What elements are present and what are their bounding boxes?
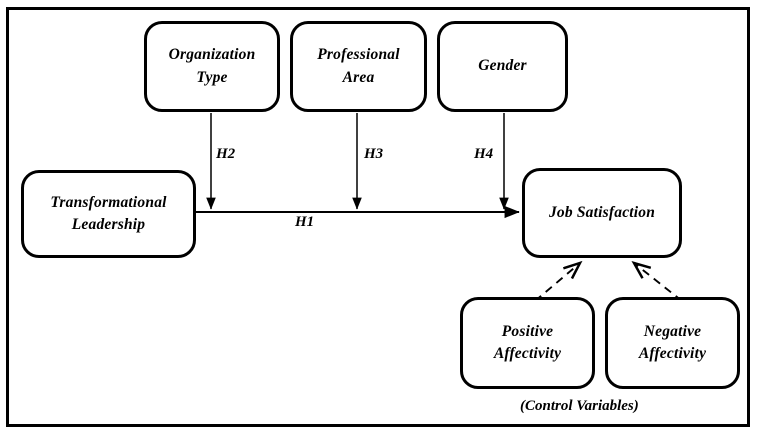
diagram-outer-border	[6, 7, 750, 427]
control-variables-annotation: (Control Variables)	[520, 398, 639, 414]
node-job-satisfaction-label: Job Satisfaction	[548, 203, 656, 221]
node-negative-affectivity[interactable]: Negative Affectivity	[605, 297, 740, 389]
node-professional-area-label: Professional Area	[317, 46, 400, 86]
node-gender-label: Gender	[478, 57, 527, 75]
node-transformational-leadership[interactable]: Transformational Leadership	[21, 170, 196, 258]
node-organization-type-label: Organization Type	[168, 46, 256, 86]
node-positive-affectivity-label: Positive Affectivity	[493, 322, 562, 362]
hypothesis-label-h2: H2	[216, 146, 236, 162]
node-transformational-leadership-label: Transformational Leadership	[50, 193, 167, 233]
hypothesis-label-h3: H3	[364, 146, 384, 162]
node-organization-type[interactable]: Organization Type	[144, 21, 280, 112]
hypothesis-label-h1: H1	[295, 214, 315, 230]
node-gender[interactable]: Gender	[437, 21, 568, 112]
node-positive-affectivity[interactable]: Positive Affectivity	[460, 297, 595, 389]
node-job-satisfaction[interactable]: Job Satisfaction	[522, 168, 682, 258]
hypothesis-label-h4: H4	[474, 146, 494, 162]
node-professional-area[interactable]: Professional Area	[290, 21, 427, 112]
node-negative-affectivity-label: Negative Affectivity	[638, 322, 707, 362]
